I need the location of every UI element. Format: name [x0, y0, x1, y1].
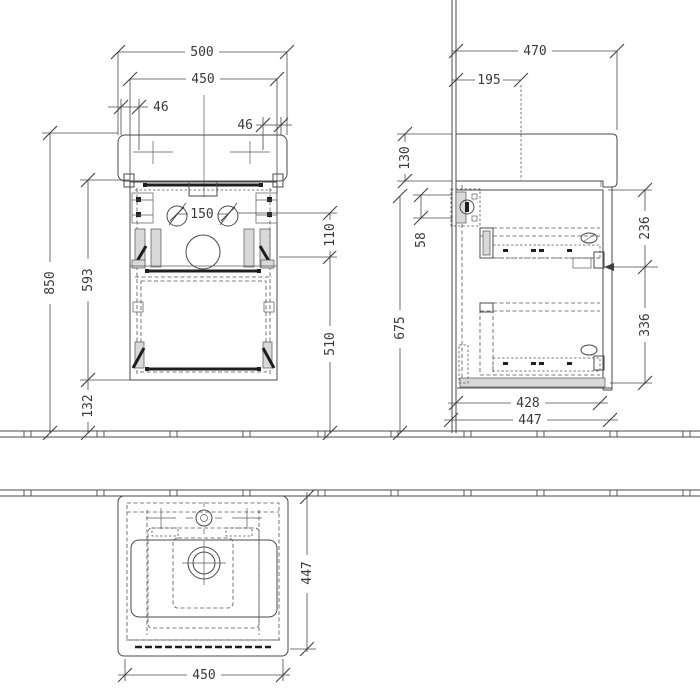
overflow-cross-right: [230, 141, 270, 164]
dim-bracket-height: 58: [414, 232, 429, 248]
dim-total-depth: 470: [523, 44, 546, 59]
dim-cabinet-height: 593: [81, 268, 96, 291]
dim-tap-hole-depth: 195: [477, 73, 500, 88]
plan-view: [117, 495, 289, 657]
overflow-cross-left: [133, 141, 173, 164]
dim-cabinet-depth: 428: [516, 396, 539, 411]
drain-hole-plan: [182, 541, 226, 585]
mount-plate-left: [131, 192, 154, 224]
tap-hole-left: [166, 205, 188, 227]
front-view-dimensions: 500 450 46 46 150 850 593 1: [42, 44, 338, 441]
dim-plan-width: 450: [192, 668, 215, 683]
basin-tab-right: [272, 173, 284, 188]
upper-drawer-side: [479, 227, 605, 269]
lower-drawer-front: [140, 280, 267, 373]
side-view-dimensions: 470 195 130 58 675 236 336: [392, 43, 658, 441]
top-notch: [188, 181, 218, 197]
dim-cabinet-width: 450: [191, 72, 214, 87]
tap-hole-right: [217, 205, 239, 227]
dim-bottom-clearance: 132: [81, 394, 96, 417]
washbasin-plan-outline: [130, 539, 278, 618]
dim-total-height: 850: [43, 271, 58, 294]
front-view: [117, 95, 288, 381]
bowl-plan-outline: [172, 537, 234, 609]
dim-lower-drawer-height: 336: [638, 313, 653, 336]
fixing-cross-right: [232, 508, 262, 529]
drain-hole-front: [185, 234, 221, 270]
tap-hole-plan: [186, 502, 222, 534]
plan-view-dimensions: 450 447: [117, 489, 316, 683]
dim-mount-height: 675: [393, 316, 408, 339]
wall-bracket: [450, 188, 481, 227]
dim-basin-width: 500: [190, 45, 213, 60]
dim-upper-zone: 110: [323, 223, 338, 246]
fixing-cross-left: [146, 508, 176, 529]
arrowhead: [604, 263, 614, 271]
lower-drawer-side: [458, 302, 605, 384]
washbasin-front-outline: [117, 134, 288, 182]
dim-right-offset: 46: [237, 118, 253, 133]
side-view: [450, 0, 618, 433]
dim-overall-depth: 447: [518, 413, 541, 428]
cabinet-side-outline: [457, 185, 613, 391]
basin-tab-left: [123, 173, 135, 188]
cabinet-plan-outline: [117, 495, 289, 657]
dim-plan-depth: 447: [300, 561, 315, 584]
washbasin-side-outline: [456, 133, 618, 188]
floor-line: [0, 430, 700, 438]
mount-plate-right: [255, 192, 278, 224]
wall-section-line: [0, 489, 700, 497]
dim-left-offset: 46: [153, 100, 169, 115]
slide-rails-upper: [131, 228, 275, 269]
dim-tap-hole-spacing: 150: [190, 207, 213, 222]
dim-upper-drawer-height: 236: [638, 216, 653, 239]
dim-lower-zone: 510: [323, 332, 338, 355]
dim-basin-height: 130: [398, 146, 413, 169]
